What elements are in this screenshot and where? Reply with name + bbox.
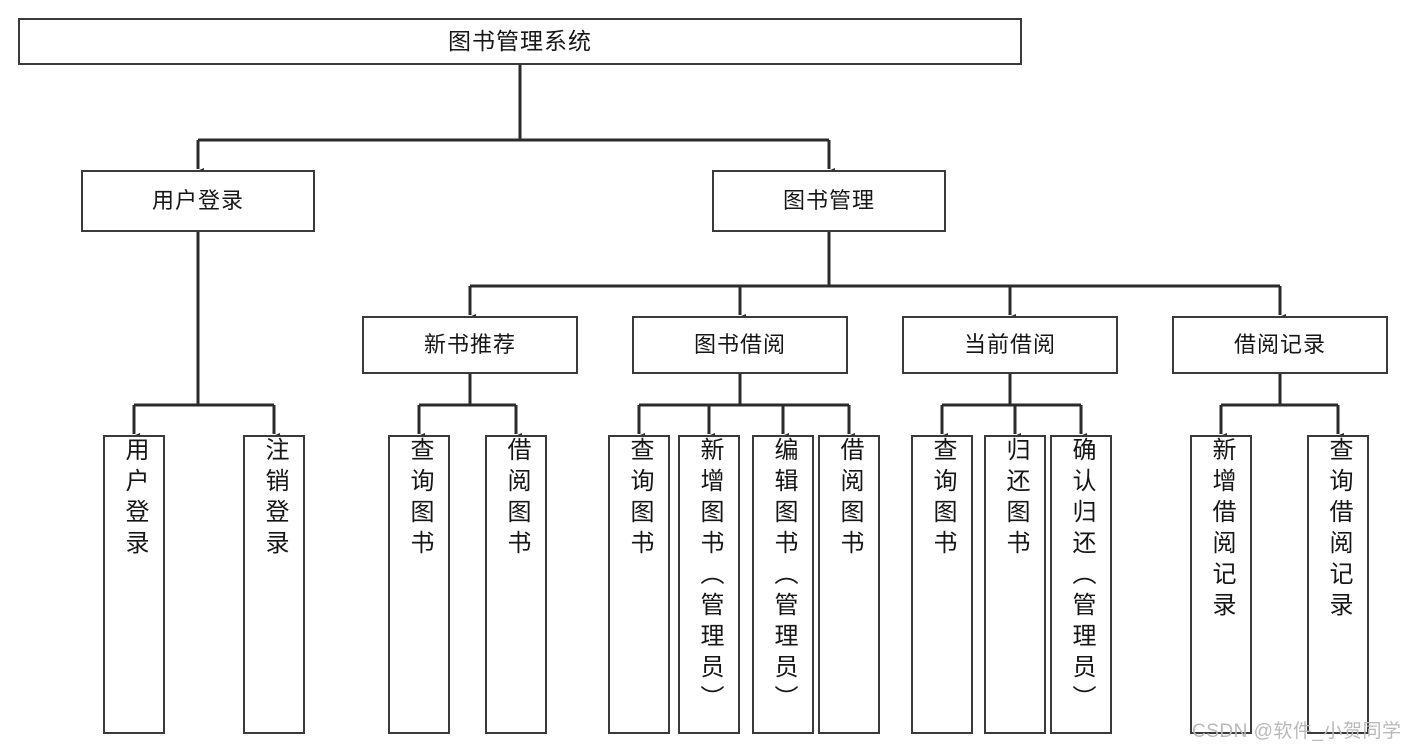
leaf-query-book-1-label: 查询图书 xyxy=(406,437,433,561)
leaf-add-book-label: 新增图书（管理员） xyxy=(696,437,723,716)
leaf-borrow-book-2[interactable]: 借阅图书 xyxy=(818,435,880,734)
leaf-logout[interactable]: 注销登录 xyxy=(243,435,305,734)
csdn-watermark: CSDN @软件_小贺同学 xyxy=(1192,721,1402,742)
leaf-query-record[interactable]: 查询借阅记录 xyxy=(1307,435,1369,734)
node-new-book-recommend[interactable]: 新书推荐 xyxy=(362,316,578,374)
leaf-edit-book[interactable]: 编辑图书（管理员） xyxy=(752,435,814,734)
leaf-return-book[interactable]: 归还图书 xyxy=(984,435,1046,734)
leaf-logout-label: 注销登录 xyxy=(261,437,288,561)
leaf-add-record-label: 新增借阅记录 xyxy=(1208,437,1235,623)
leaf-borrow-book-1-label: 借阅图书 xyxy=(503,437,530,561)
node-new-book-recommend-label: 新书推荐 xyxy=(423,332,516,358)
leaf-user-login-label: 用户登录 xyxy=(121,437,148,561)
node-borrow-record[interactable]: 借阅记录 xyxy=(1172,316,1388,374)
node-user-login-label: 用户登录 xyxy=(151,188,244,214)
node-book-management-label: 图书管理 xyxy=(782,188,875,214)
leaf-edit-book-label: 编辑图书（管理员） xyxy=(770,437,797,716)
connector-lines xyxy=(128,65,1344,443)
leaf-query-book-3[interactable]: 查询图书 xyxy=(911,435,973,734)
leaf-query-record-label: 查询借阅记录 xyxy=(1325,437,1352,623)
leaf-return-book-label: 归还图书 xyxy=(1002,437,1029,561)
leaf-borrow-book-1[interactable]: 借阅图书 xyxy=(485,435,547,734)
node-root[interactable]: 图书管理系统 xyxy=(18,18,1022,65)
node-borrow-record-label: 借阅记录 xyxy=(1233,332,1326,358)
leaf-borrow-book-2-label: 借阅图书 xyxy=(836,437,863,561)
leaf-confirm-return-label: 确认归还（管理员） xyxy=(1068,437,1095,716)
node-book-borrow-label: 图书借阅 xyxy=(693,332,786,358)
node-current-borrow[interactable]: 当前借阅 xyxy=(902,316,1118,374)
node-root-label: 图书管理系统 xyxy=(448,28,592,55)
leaf-query-book-2[interactable]: 查询图书 xyxy=(608,435,670,734)
node-current-borrow-label: 当前借阅 xyxy=(963,332,1056,358)
leaf-query-book-1[interactable]: 查询图书 xyxy=(388,435,450,734)
leaf-user-login[interactable]: 用户登录 xyxy=(103,435,165,734)
node-book-management[interactable]: 图书管理 xyxy=(712,170,946,232)
node-book-borrow[interactable]: 图书借阅 xyxy=(632,316,848,374)
leaf-confirm-return[interactable]: 确认归还（管理员） xyxy=(1050,435,1112,734)
node-user-login[interactable]: 用户登录 xyxy=(81,170,315,232)
leaf-query-book-2-label: 查询图书 xyxy=(626,437,653,561)
leaf-query-book-3-label: 查询图书 xyxy=(929,437,956,561)
leaf-add-record[interactable]: 新增借阅记录 xyxy=(1190,435,1252,734)
leaf-add-book[interactable]: 新增图书（管理员） xyxy=(678,435,740,734)
